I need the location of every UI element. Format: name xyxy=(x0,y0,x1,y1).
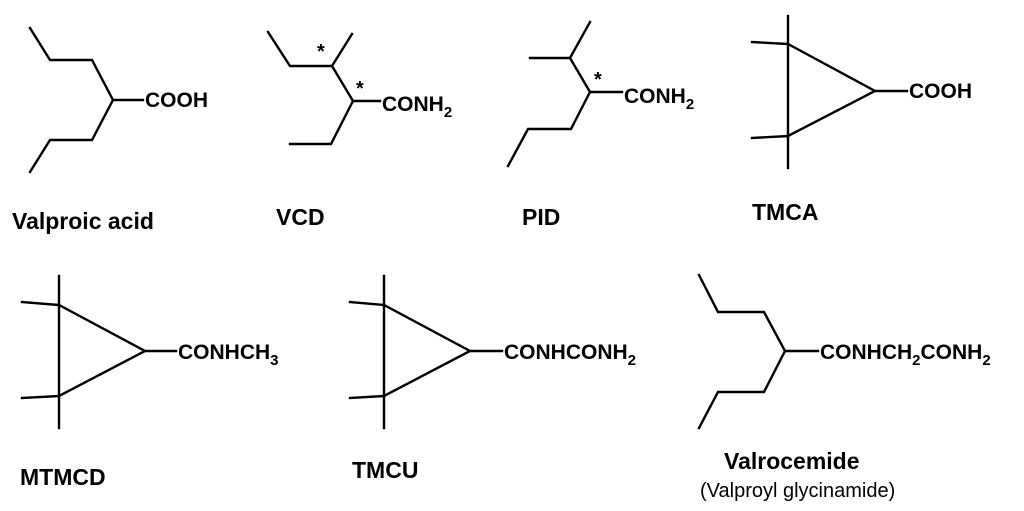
tmcu-label: TMCU xyxy=(352,457,418,483)
tmcu-bottom-methyl-left xyxy=(348,394,386,400)
valrocemide-functional-group: CONHCH2CONH2 xyxy=(820,341,991,369)
vcd-stereocenter-1: * xyxy=(317,41,325,63)
vcd-ethyl-branch xyxy=(288,99,355,146)
tmcu-functional-group: CONHCONH2 xyxy=(504,341,636,369)
valproic-acid-structure: COOH Valproic acid xyxy=(12,26,208,234)
mtmcd-label: MTMCD xyxy=(20,464,106,490)
vcd-label: VCD xyxy=(276,204,325,230)
vcd-upper-branch xyxy=(266,30,355,103)
pid-functional-group: CONH2 xyxy=(624,85,694,113)
mtmcd-top-methyl-left xyxy=(20,300,61,307)
mtmcd-bottom-methyl-left xyxy=(20,394,61,400)
valproic-acid-label: Valproic acid xyxy=(12,208,154,234)
vcd-stereocenter-2: * xyxy=(356,78,364,100)
valrocemide-upper-propyl xyxy=(697,273,787,353)
mtmcd-functional-group: CONHCH3 xyxy=(178,341,279,369)
mtmcd-structure: CONHCH3 MTMCD xyxy=(20,274,279,490)
valproic-acid-upper-propyl xyxy=(28,26,115,102)
tmcu-top-methyl-left xyxy=(348,300,386,307)
tmcu-structure: CONHCONH2 TMCU xyxy=(348,274,636,483)
valproic-acid-functional-group: COOH xyxy=(145,89,208,112)
pid-isopropyl-branch xyxy=(528,56,592,94)
valproic-acid-lower-propyl xyxy=(28,98,115,174)
valrocemide-alt-name: (Valproyl glycinamide) xyxy=(700,480,895,502)
vcd-functional-group: CONH2 xyxy=(382,93,452,121)
pid-isopropyl-methyl xyxy=(568,20,592,60)
tmca-label: TMCA xyxy=(752,199,818,225)
vcd-methyl-bond xyxy=(330,32,354,68)
tmca-top-methyl-left xyxy=(750,40,790,46)
mtmcd-cyclopropane-ring xyxy=(57,302,148,398)
valrocemide-lower-propyl xyxy=(697,349,787,430)
pid-stereocenter: * xyxy=(594,69,602,91)
tmca-structure: COOH TMCA xyxy=(750,14,972,225)
tmca-functional-group: COOH xyxy=(909,80,972,103)
pid-structure: * CONH2 PID xyxy=(506,20,694,230)
vcd-structure: * * CONH2 VCD xyxy=(266,30,452,230)
pid-label: PID xyxy=(522,204,560,230)
valrocemide-label: Valrocemide xyxy=(724,448,860,474)
tmca-cyclopropane-ring xyxy=(786,41,878,138)
tmca-bottom-methyl-left xyxy=(750,134,790,140)
pid-propyl-branch xyxy=(506,90,592,168)
tmcu-cyclopropane-ring xyxy=(382,302,473,398)
valrocemide-structure: CONHCH2CONH2 Valrocemide (Valproyl glyci… xyxy=(697,273,991,502)
